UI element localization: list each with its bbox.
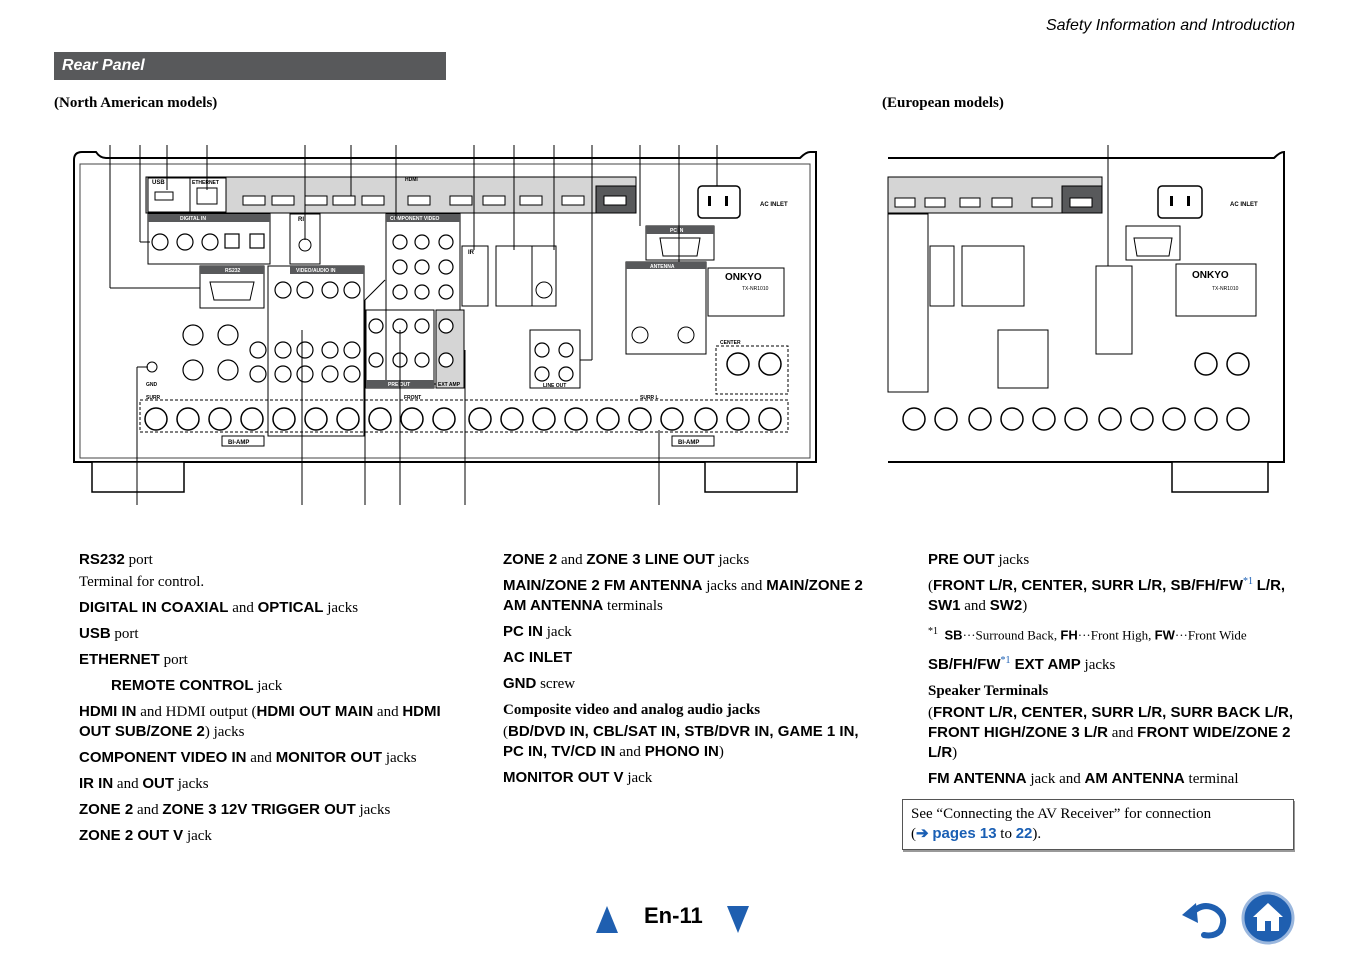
next-page-icon[interactable] (727, 906, 749, 934)
usb-label: USB (152, 180, 165, 186)
rs232-label: RS232 (225, 268, 241, 274)
front-label: FRONT (404, 395, 421, 401)
column-3: PRE OUT jacks (FRONT L/R, CENTER, SURR L… (928, 551, 1293, 788)
model-number-label: TX-NR1010 (742, 286, 769, 292)
ri-label: RI (298, 217, 304, 223)
hdmi-label: HDMI (405, 177, 418, 183)
component-video-label: COMPONENT VIDEO (390, 216, 440, 222)
video-audio-in-label: VIDEO/AUDIO IN (296, 268, 336, 274)
european-panel: AC INLET ONKYO TX-NR1010 (887, 145, 1285, 493)
digital-in-label: DIGITAL IN (180, 216, 206, 222)
column-2: ZONE 2 and ZONE 3 LINE OUT jacks MAIN/ZO… (503, 551, 863, 786)
north-american-label: (North American models) (54, 95, 218, 111)
home-icon[interactable] (1241, 891, 1295, 945)
pre-out-label: PRE OUT (388, 382, 410, 388)
bi-amp-left-label: BI-AMP (228, 440, 249, 446)
section-title: Rear Panel (54, 52, 446, 80)
connection-note: See “Connecting the AV Receiver” for con… (902, 799, 1294, 850)
european-label: (European models) (882, 95, 1004, 111)
pages-link[interactable]: pages 13 (932, 825, 997, 842)
ethernet-label: ETHERNET (192, 180, 219, 186)
north-american-panel: USB ETHERNET HDMI AC INLET DIGITAL IN RS… (73, 145, 817, 505)
line-out-label: LINE OUT (543, 383, 566, 389)
surr-l-label: SURR L (640, 395, 659, 401)
page-number: En-11 (644, 903, 703, 928)
eu-ac-inlet-label: AC INLET (1230, 202, 1258, 208)
brand-label: ONKYO (725, 272, 762, 283)
rs232-port-title: RS232 (79, 551, 125, 568)
eu-brand-label: ONKYO (1192, 270, 1229, 281)
ac-inlet-label: AC INLET (760, 202, 788, 208)
center-label: CENTER (720, 340, 741, 346)
rear-panel-diagram: USB ETHERNET HDMI AC INLET DIGITAL IN RS… (73, 145, 1285, 505)
bi-amp-right-label: BI-AMP (678, 440, 699, 446)
column-1: RS232 port Terminal for control. DIGITAL… (79, 550, 469, 852)
pc-in-label: PC IN (670, 228, 684, 234)
page-end-link[interactable]: 22 (1015, 825, 1033, 842)
ir-label: IR (468, 250, 475, 256)
rs232-desc: Terminal for control. (79, 574, 205, 590)
gnd-label: GND (146, 382, 158, 388)
back-icon[interactable] (1180, 895, 1230, 939)
ext-amp-label: EXT AMP (438, 382, 461, 388)
antenna-label: ANTENNA (650, 264, 675, 270)
eu-model-number-label: TX-NR1010 (1212, 286, 1239, 292)
surr-label: SURR (146, 395, 161, 401)
prev-page-icon[interactable] (596, 906, 618, 934)
header-section-title: Safety Information and Introduction (1045, 17, 1295, 34)
